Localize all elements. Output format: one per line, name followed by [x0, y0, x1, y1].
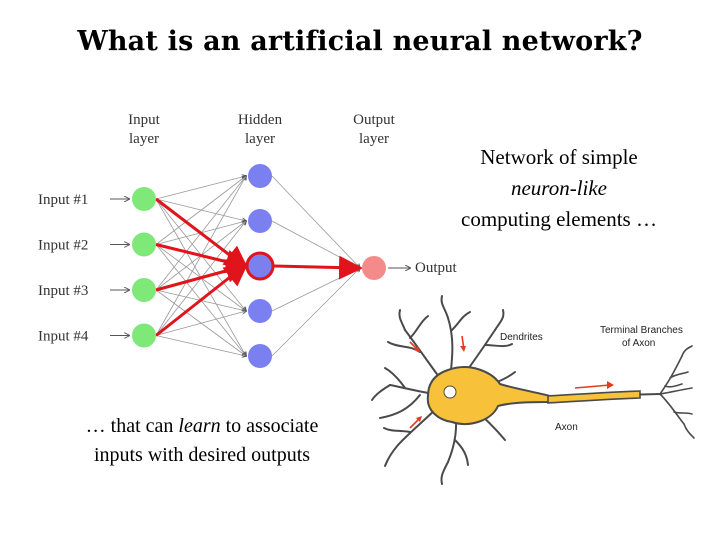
input-node-1 — [132, 187, 156, 211]
caption-left-suffix: to associate — [220, 415, 319, 437]
caption-left-prefix: … that can — [85, 415, 179, 437]
input-node-4 — [132, 323, 156, 348]
terminal-branches — [659, 345, 695, 439]
edge-hidden-4-output — [271, 268, 360, 312]
caption-left-line2: inputs with desired outputs — [93, 444, 311, 466]
edge-hidden-1-output — [271, 175, 360, 268]
signal-arrows — [409, 335, 614, 429]
edge-hidden-2-output — [271, 220, 360, 268]
highlight-edge-input-4 — [155, 262, 249, 337]
output-node — [362, 256, 386, 280]
input-node-2 — [132, 232, 156, 257]
caption-left-line1: … that can learn to associate — [42, 412, 362, 441]
input-label-1: Input #1 — [38, 192, 88, 208]
axon-label: Axon — [555, 422, 578, 433]
dendrites-label: Dendrites — [500, 332, 543, 343]
nucleus — [443, 385, 457, 399]
caption-right-line3: computing elements … — [461, 207, 657, 231]
cell-body — [426, 366, 551, 425]
terminal-branches-label-line1: Terminal Branches — [600, 325, 683, 336]
input-label-4: Input #4 — [38, 329, 89, 345]
caption-left-emphasis: learn — [178, 415, 221, 437]
input-arrows — [110, 199, 410, 336]
edge-input-4-hidden-5 — [155, 335, 246, 357]
neural-network-diagram: Input layer Hidden layer Output layer In… — [38, 112, 458, 368]
input-node-3 — [132, 278, 156, 302]
edge-input-4-hidden-4 — [155, 311, 246, 336]
page-title: What is an artificial neural network? — [77, 26, 643, 57]
output-label: Output — [415, 260, 458, 276]
biological-neuron-illustration: Dendrites Terminal Branches of Axon Axon — [371, 295, 695, 485]
caption-right-line1: Network of simple — [480, 145, 638, 169]
highlighted-connections — [155, 197, 363, 337]
input-layer-label-line1: Input — [128, 112, 160, 128]
input-layer-label-line2: layer — [129, 131, 159, 147]
hidden-node-5 — [248, 344, 272, 368]
hidden-node-1 — [248, 164, 272, 188]
edge-hidden-5-output — [271, 268, 360, 357]
edge-input-2-hidden-1 — [155, 176, 246, 245]
hidden-layer-label-line2: layer — [245, 131, 275, 147]
hidden-layer-label-line1: Hidden — [238, 112, 283, 128]
axon-myelin — [547, 390, 641, 404]
hidden-node-4 — [248, 299, 272, 323]
caption-network-description: Network of simple neuron-like computing … — [430, 142, 688, 235]
caption-learning-description: … that can learn to associate inputs wit… — [42, 412, 362, 470]
input-label-3: Input #3 — [38, 283, 88, 299]
input-label-2: Input #2 — [38, 238, 88, 254]
edge-input-1-hidden-1 — [155, 176, 246, 200]
terminal-branches-label-line2: of Axon — [622, 338, 655, 349]
output-layer-label-line2: layer — [359, 131, 389, 147]
hidden-node-3 — [248, 254, 272, 278]
hidden-node-highlight-ring — [245, 251, 275, 281]
output-layer-label-line1: Output — [353, 112, 396, 128]
highlight-edge-output — [273, 255, 363, 280]
input-labels: Input #1 Input #2 Input #3 Input #4 — [38, 192, 89, 345]
hidden-node-2 — [248, 209, 272, 233]
network-nodes — [132, 164, 386, 368]
caption-right-line2: neuron-like — [510, 176, 608, 200]
